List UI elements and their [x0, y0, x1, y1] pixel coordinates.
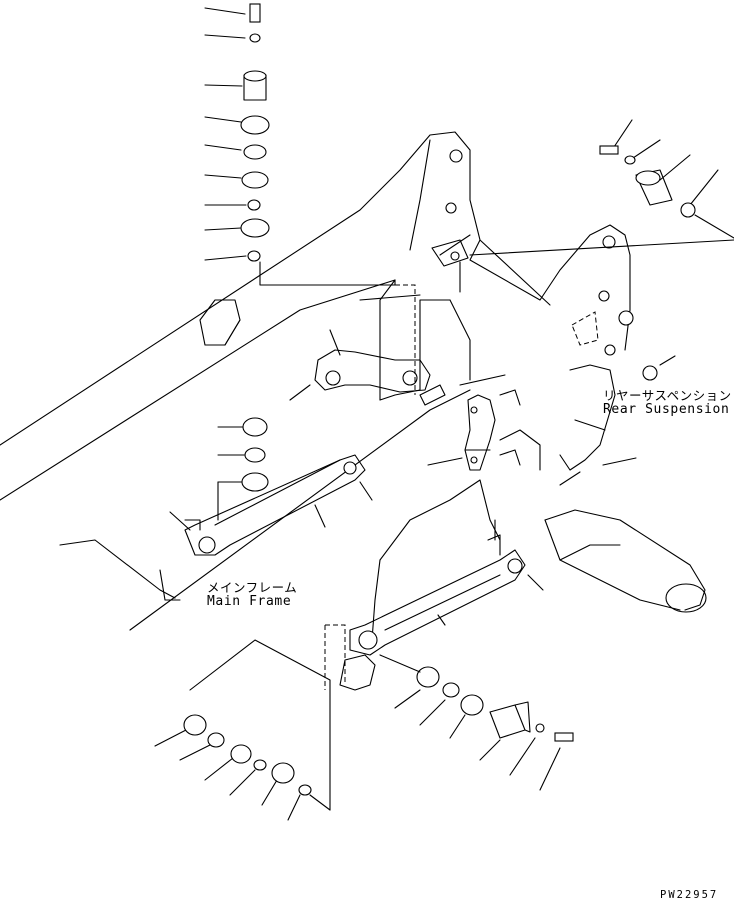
leader-lines	[289, 374, 637, 626]
left-middle-parts	[169, 417, 269, 531]
lower-left-link-arm	[184, 454, 366, 556]
upper-link-arm	[314, 329, 446, 406]
bottom-left-parts	[154, 714, 331, 821]
bottom-right-parts	[379, 654, 574, 791]
top-parts-stack	[204, 3, 416, 395]
drawing-code: PW22957	[660, 889, 719, 901]
center-bracket	[464, 389, 521, 471]
main-frame	[0, 131, 634, 631]
rear-suspension-label-en: Rear Suspension	[603, 402, 730, 418]
main-frame-label: メインフレーム Main Frame	[207, 580, 298, 610]
rear-suspension-label: リヤーサスペンション Rear Suspension	[603, 388, 732, 418]
main-frame-label-jp: メインフレーム	[207, 580, 298, 595]
rear-suspension-housing	[371, 364, 707, 641]
lower-right-link-arm	[349, 534, 526, 656]
lower-frame-stub	[189, 624, 376, 811]
main-frame-label-en: Main Frame	[207, 594, 292, 610]
rear-suspension-label-jp: リヤーサスペンション	[603, 388, 732, 403]
top-right-parts	[431, 119, 734, 381]
